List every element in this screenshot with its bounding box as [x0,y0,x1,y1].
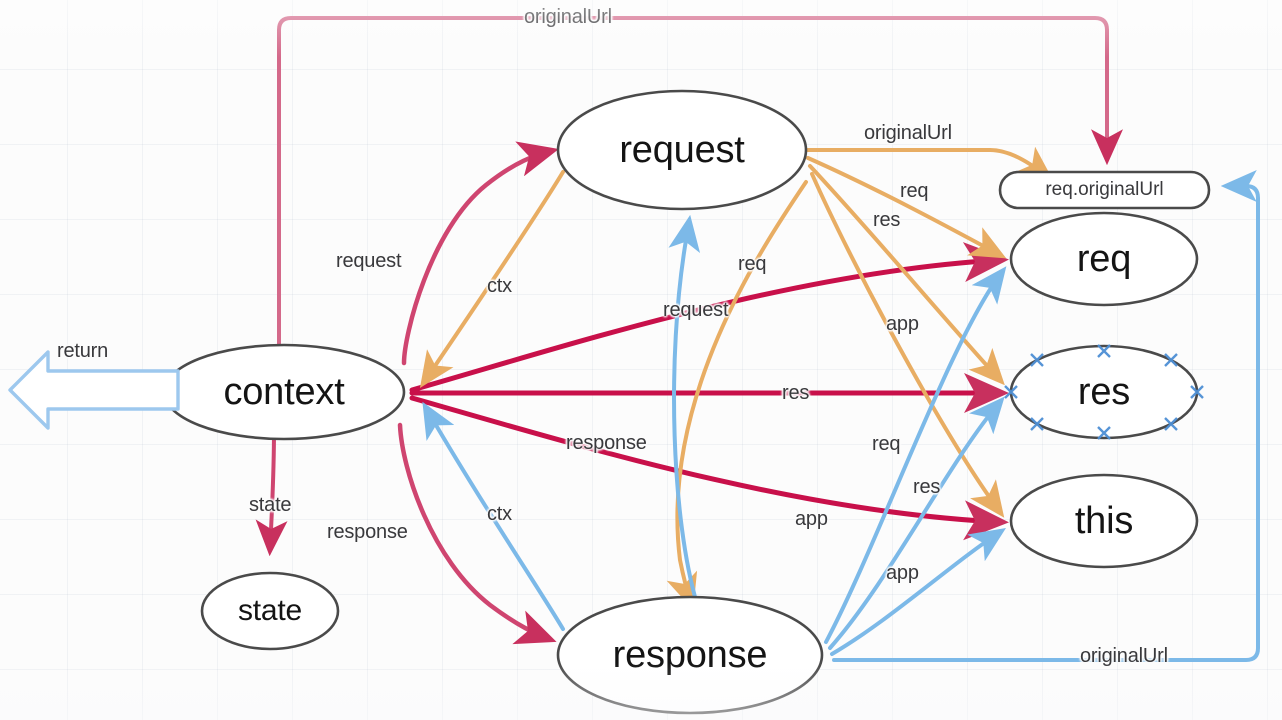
node-label-req-originalurl: req.originalUrl [1045,179,1164,200]
handle-x [1004,385,1018,399]
edge-label-app-low: app [886,562,919,584]
edge-context-state [255,428,288,557]
edge-request-this [810,172,1005,518]
edge-label-state: state [249,494,292,516]
handle-x [1164,353,1178,367]
node-this[interactable] [1009,473,1199,569]
edge-label-app-top: app [886,313,919,335]
edge-label-response-mid: response [566,432,647,454]
return-block-arrow[interactable] [8,350,180,430]
edge-context-request [401,141,559,366]
node-req-originalurl[interactable] [998,170,1211,210]
handle-x [1164,417,1178,431]
edge-context-reqoriginalurl [277,16,1123,364]
edge-request-res [808,164,1005,386]
edge-label-res-mid: res [782,382,810,404]
edge-request-context [419,170,565,388]
edge-label-req-low: req [872,433,901,455]
handle-x [1190,385,1204,399]
edge-response-reqoriginalurl [832,170,1260,662]
return-label: return [57,340,109,362]
edge-label-req-mid: req [738,253,767,275]
edge-label-originalurl-bottom: originalUrl [1080,645,1168,667]
edge-request-req [806,156,1007,259]
edge-response-req [824,266,1007,644]
handle-x [1030,353,1044,367]
edge-label-ctx-top: ctx [487,275,512,297]
edge-label-originalurl-top: originalUrl [524,6,612,28]
edge-context-response [397,422,557,645]
node-response[interactable] [556,595,824,715]
edge-label-request-left: request [336,250,402,272]
node-req[interactable] [1009,211,1199,307]
edge-label-res-top: res [873,209,901,231]
edge-label-originalurl-right: originalUrl [864,122,952,144]
selection-handles-res[interactable] [1004,344,1204,440]
edge-context-req [409,242,1009,393]
edge-label-app-mid: app [795,508,828,530]
edge-response-this [830,528,1007,656]
edge-label-ctx-bottom: ctx [487,503,512,525]
node-request[interactable] [556,89,808,211]
edge-response-res [828,396,1005,650]
edge-label-req-top: req [900,180,929,202]
edge-response-context [422,401,565,631]
edge-label-request-mid: request [663,299,729,321]
edge-response-request [668,214,701,606]
handle-x [1030,417,1044,431]
edge-label-response-left: response [327,521,408,543]
edge-request-response [666,180,808,610]
node-state[interactable] [200,571,340,651]
handle-x [1097,426,1111,440]
handle-x [1097,344,1111,358]
edge-context-this [409,395,1009,541]
edge-label-res-low: res [913,476,941,498]
